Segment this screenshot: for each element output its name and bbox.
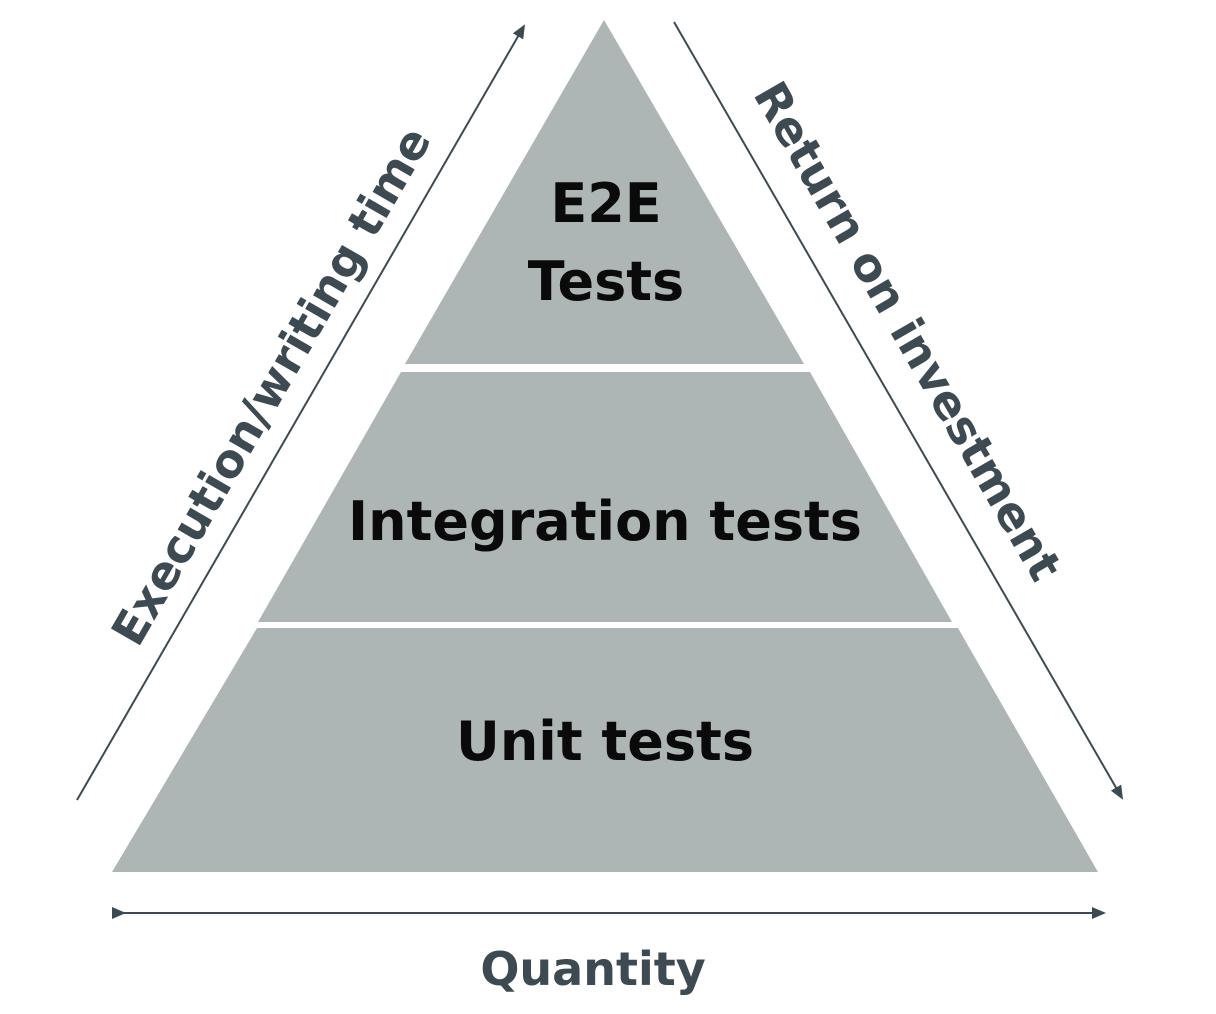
e2e-label-line-2: Tests — [528, 250, 684, 313]
quantity-label: Quantity — [480, 942, 705, 996]
execution-time-arrow — [76, 24, 526, 801]
pyramid-tier-e2e — [405, 20, 804, 364]
pyramid-tier-unit — [112, 628, 1098, 872]
pyramid-tier-integration — [258, 372, 952, 622]
e2e-label-line-1: E2E — [550, 172, 661, 235]
unit-tests-label: Unit tests — [456, 710, 754, 773]
integration-tests-label: Integration tests — [348, 490, 862, 553]
return-on-investment-arrow — [673, 21, 1123, 800]
